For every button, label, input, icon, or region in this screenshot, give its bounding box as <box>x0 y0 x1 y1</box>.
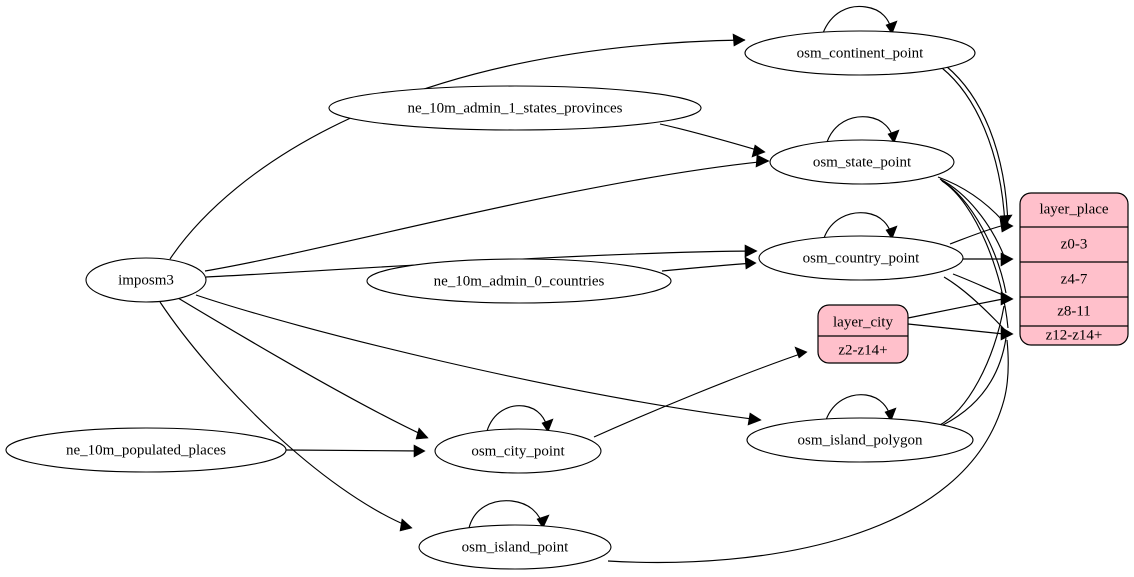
node-label: osm_continent_point <box>797 45 924 61</box>
arrowhead-icon <box>755 154 770 168</box>
edge-osm_continent_point-to-layer_place-z0-3 <box>941 67 1006 226</box>
arrowhead-icon <box>885 20 898 35</box>
arrowhead-icon <box>751 144 766 158</box>
selfloop-osm_island_polygon <box>825 394 892 421</box>
record-title: layer_city <box>833 314 893 330</box>
node-ne_10m_admin_1_states_provinces[interactable]: ne_10m_admin_1_states_provinces <box>328 85 702 131</box>
node-shape[interactable] <box>366 258 672 304</box>
node-shape[interactable] <box>434 428 602 474</box>
node-label: osm_city_point <box>471 443 565 459</box>
edge-imposm3-to-osm_island_point <box>159 301 411 528</box>
edge-osm_country_point-to-layer_place-z8-11 <box>952 273 1004 296</box>
edge-layer_city-to-layer_place-z12-z14+ <box>907 323 1005 335</box>
node-label: osm_state_point <box>813 154 912 170</box>
edge-osm_state_point-to-layer_place-z8-11 <box>940 179 1007 294</box>
node-shape[interactable] <box>744 30 976 76</box>
node-layer: imposm3 ne_10m_admin_1_states_provinces … <box>5 30 976 570</box>
edge-osm_continent_point-tail-b <box>945 65 1009 228</box>
edge-imposm3-to-osm_continent_point <box>169 39 746 260</box>
arrowhead-icon <box>794 346 808 359</box>
node-osm_country_point[interactable]: osm_country_point <box>758 235 964 281</box>
node-shape[interactable] <box>758 235 964 281</box>
record-row-z4-7[interactable]: z4-7 <box>1061 271 1088 287</box>
edge-layer <box>159 5 1014 563</box>
edge-ne_states_provinces-to-osm_state_point <box>659 123 765 153</box>
arrowhead-icon <box>1000 252 1014 267</box>
edge-imposm3-to-osm_island_polygon <box>195 294 761 421</box>
arrowhead-icon <box>747 412 762 426</box>
node-shape[interactable] <box>85 257 207 303</box>
edge-ne_populated_places-to-osm_city_point <box>285 449 425 452</box>
node-imposm3[interactable]: imposm3 <box>85 257 207 303</box>
arrowhead-icon <box>744 256 757 270</box>
selfloop-osm_state_point <box>826 116 895 143</box>
node-shape[interactable] <box>328 85 702 131</box>
record-row-z12-z14plus[interactable]: z12-z14+ <box>1046 327 1103 343</box>
edge-osm_island_polygon-to-layer_place-z12-z14+ <box>942 337 1007 426</box>
arrowhead-icon <box>415 427 429 440</box>
record-row-z0-3[interactable]: z0-3 <box>1061 236 1088 252</box>
arrowhead-icon <box>536 514 550 529</box>
node-label: ne_10m_admin_0_countries <box>434 273 605 289</box>
node-label: osm_country_point <box>803 250 920 266</box>
edge-ne_admin_0_countries-to-osm_country_point <box>661 262 756 272</box>
node-label: imposm3 <box>118 272 174 288</box>
node-ne_10m_populated_places[interactable]: ne_10m_populated_places <box>5 427 287 473</box>
node-shape[interactable] <box>5 427 287 473</box>
edge-osm_state_point-to-layer_place-z0-3 <box>937 176 1004 222</box>
selfloop-osm_city_point <box>486 405 549 432</box>
node-osm_state_point[interactable]: osm_state_point <box>769 139 955 185</box>
node-label: ne_10m_admin_1_states_provinces <box>408 100 623 116</box>
selfloop-osm_continent_point <box>822 5 893 34</box>
node-osm_island_polygon[interactable]: osm_island_polygon <box>746 417 974 463</box>
arrowhead-icon <box>999 218 1014 233</box>
record-row-z2-z14plus[interactable]: z2-z14+ <box>838 342 887 358</box>
node-osm_city_point[interactable]: osm_city_point <box>434 428 602 474</box>
edge-osm_city_point-to-layer_city-z2-z14+ <box>593 351 807 438</box>
arrowhead-icon <box>887 129 900 144</box>
node-label: ne_10m_populated_places <box>66 442 226 458</box>
node-ne_10m_admin_0_countries[interactable]: ne_10m_admin_0_countries <box>366 258 672 304</box>
arrowhead-icon <box>732 33 746 47</box>
arrowhead-icon <box>1000 291 1014 306</box>
edge-layer_city-to-layer_place-z8-11 <box>907 298 1004 319</box>
edge-osm_state_point-to-layer_place-z12-z14+ <box>941 180 1009 329</box>
arrowhead-icon <box>413 444 426 458</box>
edge-osm_island_point-to-layer_place-z12-z14+ <box>607 339 1009 563</box>
arrowhead-icon <box>1000 326 1014 341</box>
record-box[interactable] <box>1019 192 1129 346</box>
selfloop-osm_island_point <box>468 500 544 529</box>
record-node-layer_city[interactable]: layer_city z2-z14+ <box>817 304 909 364</box>
node-shape[interactable] <box>746 417 974 463</box>
arrowhead-icon <box>885 225 898 240</box>
arrowhead-icon <box>884 407 897 422</box>
record-title: layer_place <box>1039 201 1108 217</box>
edge-osm_island_polygon-to-layer_place-z8-11 <box>937 305 1005 427</box>
arrowhead-icon <box>541 418 554 433</box>
edge-osm_state_point-to-layer_place-z4-7 <box>939 178 1005 257</box>
node-osm_island_point[interactable]: osm_island_point <box>418 524 612 570</box>
node-shape[interactable] <box>418 524 612 570</box>
selfloop-osm_country_point <box>823 212 893 239</box>
record-box[interactable] <box>817 304 909 364</box>
edge-osm_country_point-to-layer_place-z0-3 <box>949 225 1002 245</box>
edge-imposm3-to-osm_city_point <box>177 297 428 438</box>
node-osm_continent_point[interactable]: osm_continent_point <box>744 30 976 76</box>
arrowhead-icon <box>399 518 413 532</box>
edge-imposm3-to-osm_state_point <box>204 160 769 272</box>
node-label: osm_island_polygon <box>797 432 923 448</box>
record-row-z8-11[interactable]: z8-11 <box>1057 303 1091 319</box>
record-node-layer_place[interactable]: layer_place z0-3 z4-7 z8-11 z12-z14+ <box>1019 192 1129 346</box>
edge-osm_country_point-to-layer_place-z12-z14+ <box>943 276 1006 331</box>
node-shape[interactable] <box>769 139 955 185</box>
arrowhead-icon <box>744 244 758 258</box>
node-label: osm_island_point <box>462 539 570 555</box>
